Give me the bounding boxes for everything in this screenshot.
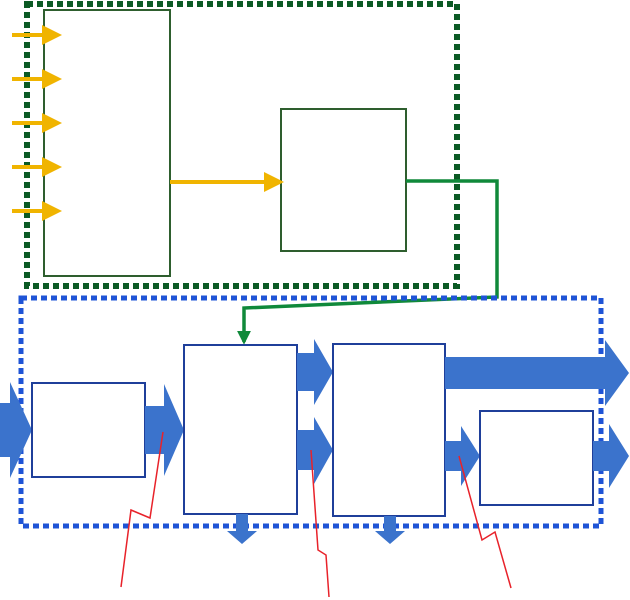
callout-line: [120, 431, 164, 588]
outflow-arrow: [593, 424, 629, 488]
callout-line: [458, 455, 512, 589]
outflow-arrow: [445, 340, 629, 406]
flow-arrow: [445, 426, 480, 486]
callout-line: [310, 449, 330, 598]
lower-box-3: [332, 343, 446, 517]
upper-group-border: [24, 1, 460, 289]
upper-left-box: [43, 9, 171, 277]
flow-arrow: [145, 384, 184, 476]
callouts: [120, 431, 512, 598]
down-arrow: [375, 516, 405, 544]
lower-box-1: [31, 382, 146, 478]
flow-arrow: [297, 417, 333, 484]
down-arrow: [227, 514, 257, 544]
upper-right-box: [280, 108, 407, 252]
input-arrows: [12, 25, 62, 221]
lower-box-2: [183, 344, 298, 515]
lower-box-4: [479, 410, 594, 506]
inflow-arrow: [0, 382, 32, 478]
flow-arrow: [297, 339, 333, 405]
